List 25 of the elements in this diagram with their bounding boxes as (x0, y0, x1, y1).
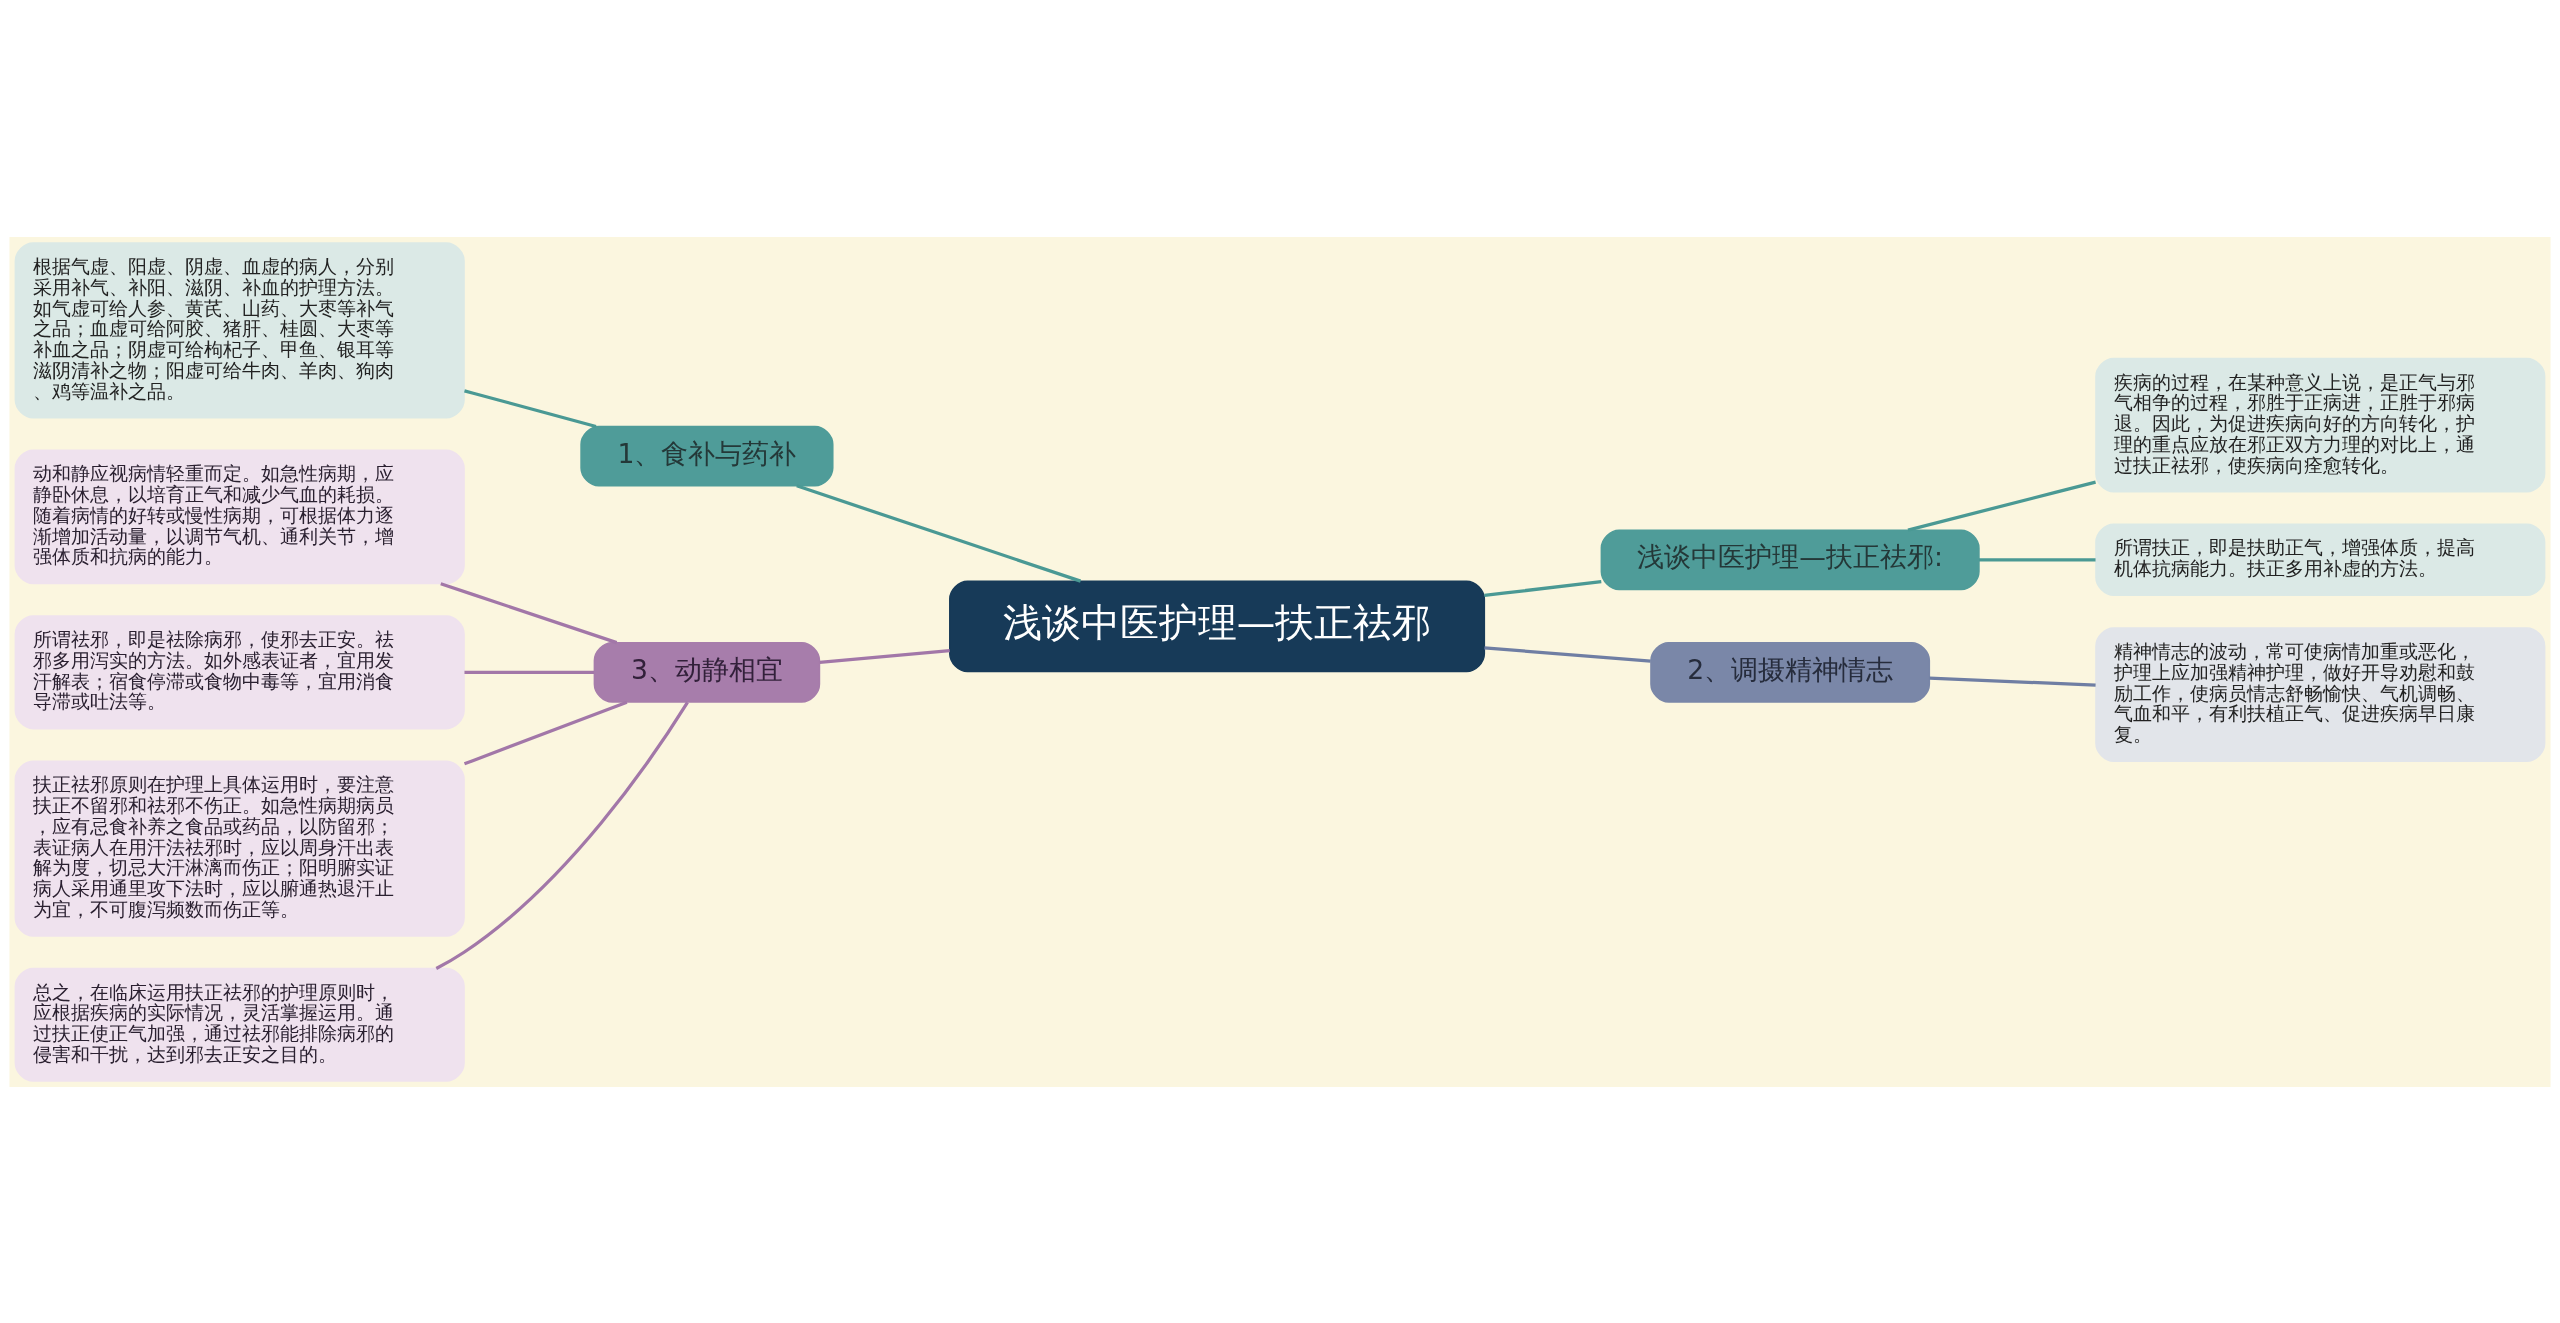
connector (464, 388, 597, 428)
connector (1484, 645, 1651, 663)
connector (819, 648, 950, 664)
connector (435, 701, 689, 970)
node-box: 总之，在临床运用扶正祛邪的护理原则时，应根据疾病的实际情况，灵活掌握运用。通过扶正使正气加强，通过祛邪能排除病邪的侵害和干扰，达到邪去正安之目的。 (14, 967, 465, 1082)
node-box: 动和静应视病情轻重而定。如急性病期，应静卧休息，以培育正气和减少气血的耗损。随着病情的好转或慢性病期，可根据体力逐渐增加活动量，以调节气机、通利关节，增强体质和抗病的能力。 (14, 449, 465, 584)
node-box: 2、调摄精神情志 (1650, 641, 1931, 703)
connector (463, 700, 628, 765)
node-box: 1、食补与药补 (580, 425, 834, 486)
node-box: 疾病的过程，在某种意义上说，是正气与邪气相争的过程，邪胜于正病进，正胜于邪病退。因此，为促进疾病向好的方向转化，护理的重点应放在邪正双方力理的对比上，通过扶正祛邪，使疾病向痊愈转化。 (2095, 357, 2546, 492)
connector (1484, 579, 1602, 597)
node-box: 所谓扶正，即是扶助正气，增强体质，提高机体抗病能力。扶正多用补虚的方法。 (2095, 523, 2546, 596)
node-box: 根据气虚、阳虚、阴虚、血虚的病人，分别采用补气、补阳、滋阴、补血的护理方法。如气虚可给人参、黄芪、山药、大枣等补气之品；血虚可给阿胶、猪肝、桂圆、大枣等补血之品；阴虚可给枸杞子、甲鱼、银耳等滋阴清补之物；阳虚可给牛肉、羊肉、狗肉、鸡等温补之品。 (14, 241, 465, 418)
node-box: 精神情志的波动，常可使病情加重或恶化，护理上应加强精神护理，做好开导劝慰和鼓励工作，使病员情志舒畅愉快、气机调畅、气血和平，有利扶植正气、促进疾病早日康复。 (2095, 626, 2546, 762)
connector (440, 581, 618, 644)
node-box: 浅谈中医护理—扶正祛邪: (1600, 528, 1980, 590)
connector (1978, 557, 2096, 561)
node-box: 扶正祛邪原则在护理上具体运用时，要注意扶正不留邪和祛邪不伤正。如急性病期病员，应有忌食补养之食品或药品，以防留邪；表证病人在用汗法祛邪时，应以周身汗出表解为度，切忌大汗淋漓而伤正；阳明腑实证病人采用通里攻下法时，应以腑通热退汗止为宜，不可腹泻频数而伤正等。 (14, 760, 465, 937)
connector (1929, 676, 2096, 687)
node-box: 浅谈中医护理—扶正祛邪 (949, 580, 1486, 672)
connector (1907, 480, 2096, 532)
connector (796, 483, 1082, 583)
connector (464, 670, 595, 674)
node-box: 3、动静相宜 (593, 641, 821, 703)
node-box: 所谓祛邪，即是祛除病邪，使邪去正安。祛邪多用泻实的方法。如外感表证者，宜用发汗解表；宿食停滞或食物中毒等，宜用消食导滞或吐法等。 (14, 614, 465, 729)
